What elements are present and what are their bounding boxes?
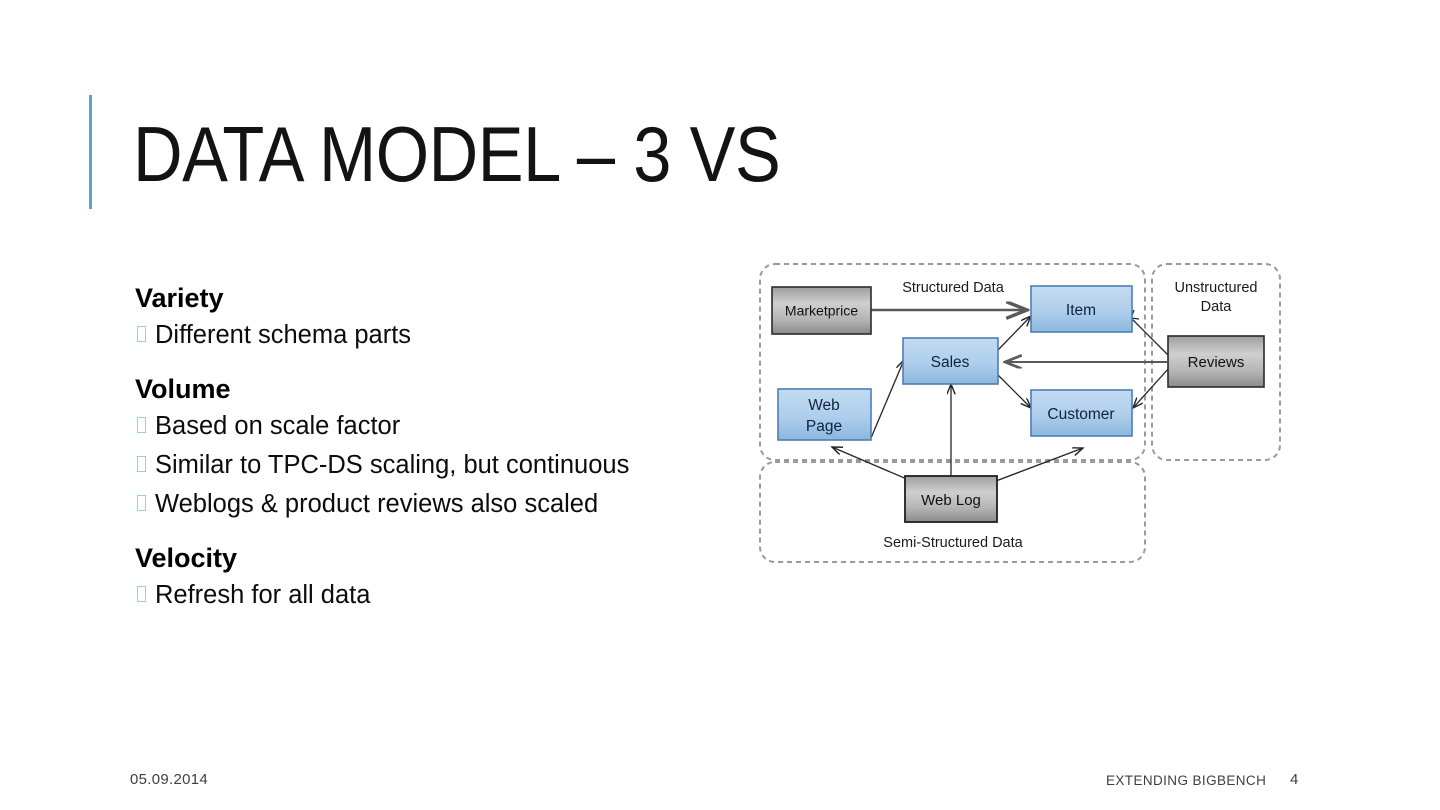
node-label-weblog: Web Log <box>921 492 981 509</box>
spacer <box>135 355 715 369</box>
list-item: Different schema parts <box>135 316 715 355</box>
node-label-webpage-line2: Page <box>806 418 842 435</box>
list-item-label: Based on scale factor <box>155 412 401 440</box>
spacer <box>135 524 715 538</box>
node-sales[interactable]: Sales <box>902 337 999 385</box>
node-weblog[interactable]: Web Log <box>904 475 998 523</box>
node-label-webpage-line1: Web <box>808 397 840 414</box>
node-item[interactable]: Item <box>1030 285 1133 333</box>
title-accent-bar <box>89 95 92 209</box>
bullet-square-icon <box>137 417 146 433</box>
node-label-item: Item <box>1066 302 1096 319</box>
section-heading-volume: Volume <box>135 374 231 404</box>
edge-reviews-customer <box>1133 367 1170 408</box>
section-heading-variety: Variety <box>135 283 224 313</box>
list-item-label: Refresh for all data <box>155 581 371 609</box>
node-label-sales: Sales <box>931 354 970 371</box>
container-label-unstructured-line2: Data <box>1201 299 1233 315</box>
bullet-square-icon <box>137 586 146 602</box>
node-label-marketprice: Marketprice <box>785 303 858 319</box>
node-customer[interactable]: Customer <box>1030 389 1133 437</box>
list-item: Weblogs & product reviews also scaled <box>135 485 715 524</box>
data-model-diagram: Structured Data Unstructured Data Semi-S… <box>755 258 1290 568</box>
list-item-label: Different schema parts <box>155 321 412 349</box>
section-heading-velocity: Velocity <box>135 543 238 573</box>
footer-page-number: 4 <box>1290 771 1299 788</box>
bullet-square-icon <box>137 326 146 342</box>
container-label-semi-structured: Semi-Structured Data <box>883 535 1023 551</box>
footer-date: 05.09.2014 <box>130 771 209 788</box>
page-title: DATA MODEL – 3 VS <box>133 110 781 198</box>
edge-sales-item <box>997 316 1031 351</box>
container-semi-structured-data: Semi-Structured Data <box>759 461 1146 563</box>
list-item: Refresh for all data <box>135 576 715 615</box>
node-label-customer: Customer <box>1047 406 1114 423</box>
list-item: Based on scale factor <box>135 407 715 446</box>
footer-deck-name: EXTENDING BIGBENCH <box>1106 773 1267 788</box>
list-item-label: Similar to TPC-DS scaling, but continuou… <box>155 451 630 479</box>
edge-item-reviews <box>1131 318 1170 357</box>
container-label-structured: Structured Data <box>902 280 1004 296</box>
node-marketprice[interactable]: Marketprice <box>771 286 872 335</box>
diagram-edges <box>832 310 1170 499</box>
node-reviews[interactable]: Reviews <box>1167 335 1265 388</box>
bullet-square-icon <box>137 495 146 511</box>
content-block: Variety Different schema parts Volume Ba… <box>135 278 715 615</box>
edge-webpage-sales <box>870 360 904 439</box>
bullet-square-icon <box>137 456 146 472</box>
node-label-reviews: Reviews <box>1188 354 1245 371</box>
edge-sales-customer <box>997 374 1031 408</box>
container-label-unstructured-line1: Unstructured <box>1174 280 1257 296</box>
list-item-label: Weblogs & product reviews also scaled <box>155 490 599 518</box>
node-webpage[interactable]: Web Page <box>777 388 872 441</box>
list-item: Similar to TPC-DS scaling, but continuou… <box>135 446 715 485</box>
